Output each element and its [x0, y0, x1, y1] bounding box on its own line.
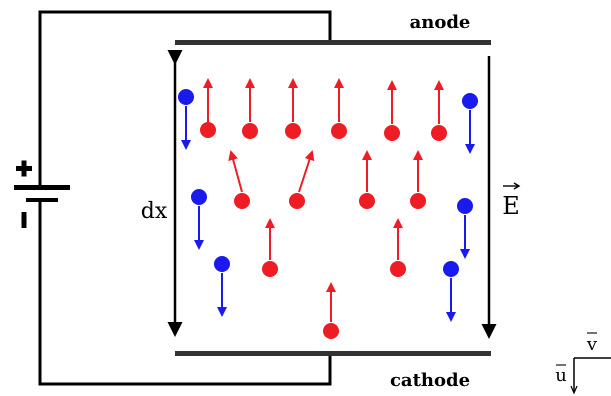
ion: [384, 80, 400, 141]
vector-arrow-icon: [513, 182, 521, 190]
ion: [410, 150, 426, 209]
ion: [200, 78, 216, 138]
electrons: [178, 89, 478, 322]
electron: [457, 198, 473, 259]
gap-dx-label: dx: [141, 199, 168, 224]
circuit-wires: [38, 10, 332, 386]
ion: [285, 78, 301, 139]
electron: [443, 261, 459, 322]
battery: [14, 160, 70, 228]
ion: [331, 78, 347, 139]
ion: [228, 150, 250, 209]
axis-u-label: u: [555, 365, 567, 386]
electric-field-label: E: [502, 182, 521, 220]
ion: [289, 150, 315, 209]
ion: [359, 150, 375, 209]
battery-negative-plate: [26, 198, 58, 202]
ion: [262, 218, 278, 277]
battery-plus-icon: [16, 160, 32, 177]
ion: [390, 218, 406, 277]
anode-plate: [175, 40, 491, 45]
ion: [323, 282, 339, 339]
electron: [178, 89, 194, 150]
svg-text:E: E: [502, 192, 520, 220]
axis-u-arrow-icon: [570, 385, 578, 395]
cathode-plate: [175, 351, 491, 356]
axis-v-label: v: [586, 334, 598, 355]
lower-wire: [38, 200, 332, 386]
cathode-label: cathode: [390, 370, 470, 391]
upper-wire: [38, 10, 332, 185]
battery-positive-plate: [14, 185, 70, 190]
anode-label: anode: [410, 12, 471, 33]
positive-ions: [200, 78, 447, 339]
axis-indicator: v u: [555, 332, 611, 395]
electron: [191, 189, 207, 250]
electron: [462, 93, 478, 154]
ion: [431, 80, 447, 141]
battery-minus-icon: [21, 212, 27, 228]
electron: [214, 256, 230, 317]
ion: [242, 78, 258, 139]
